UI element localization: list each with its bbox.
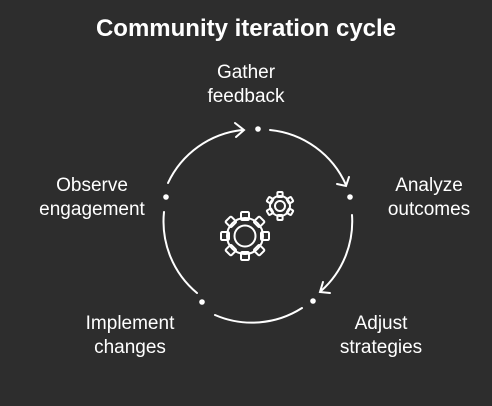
step-label-analyze: Analyze outcomes xyxy=(370,174,488,222)
cycle-arc-gather-analyze xyxy=(269,129,347,186)
step-label-line: strategies xyxy=(339,337,423,358)
cycle-arc-observe-gather xyxy=(167,129,243,184)
gears-icon xyxy=(220,191,295,261)
node-dot-gather xyxy=(255,126,261,132)
diagram-title: Community iteration cycle xyxy=(95,15,397,42)
step-label-gather: Gather feedback xyxy=(186,61,306,109)
step-label-line: outcomes xyxy=(387,199,471,220)
cycle-arc-adjust-implement xyxy=(214,307,303,324)
step-label-line: Observe xyxy=(56,175,128,196)
node-dot-implement xyxy=(199,299,205,305)
step-label-line: feedback xyxy=(207,86,285,107)
cycle-arc-analyze-adjust xyxy=(320,214,354,292)
step-label-observe: Observe engagement xyxy=(20,174,164,222)
step-label-line: changes xyxy=(94,337,166,358)
step-label-line: Implement xyxy=(85,313,175,334)
large-gear-icon xyxy=(220,211,270,261)
step-label-line: Adjust xyxy=(354,313,408,334)
cycle-arc-implement-observe xyxy=(162,211,198,294)
step-label-adjust: Adjust strategies xyxy=(318,312,444,360)
step-label-line: Analyze xyxy=(395,175,463,196)
arrowhead xyxy=(336,176,350,188)
node-dot-adjust xyxy=(310,298,316,304)
node-dot-observe xyxy=(163,194,169,200)
small-gear-icon xyxy=(265,191,295,221)
node-dot-analyze xyxy=(347,194,353,200)
arrowhead xyxy=(234,122,246,138)
step-label-line: Gather xyxy=(216,62,276,83)
step-label-implement: Implement changes xyxy=(60,312,200,360)
arrowhead xyxy=(318,281,331,294)
step-label-line: engagement xyxy=(39,199,145,220)
